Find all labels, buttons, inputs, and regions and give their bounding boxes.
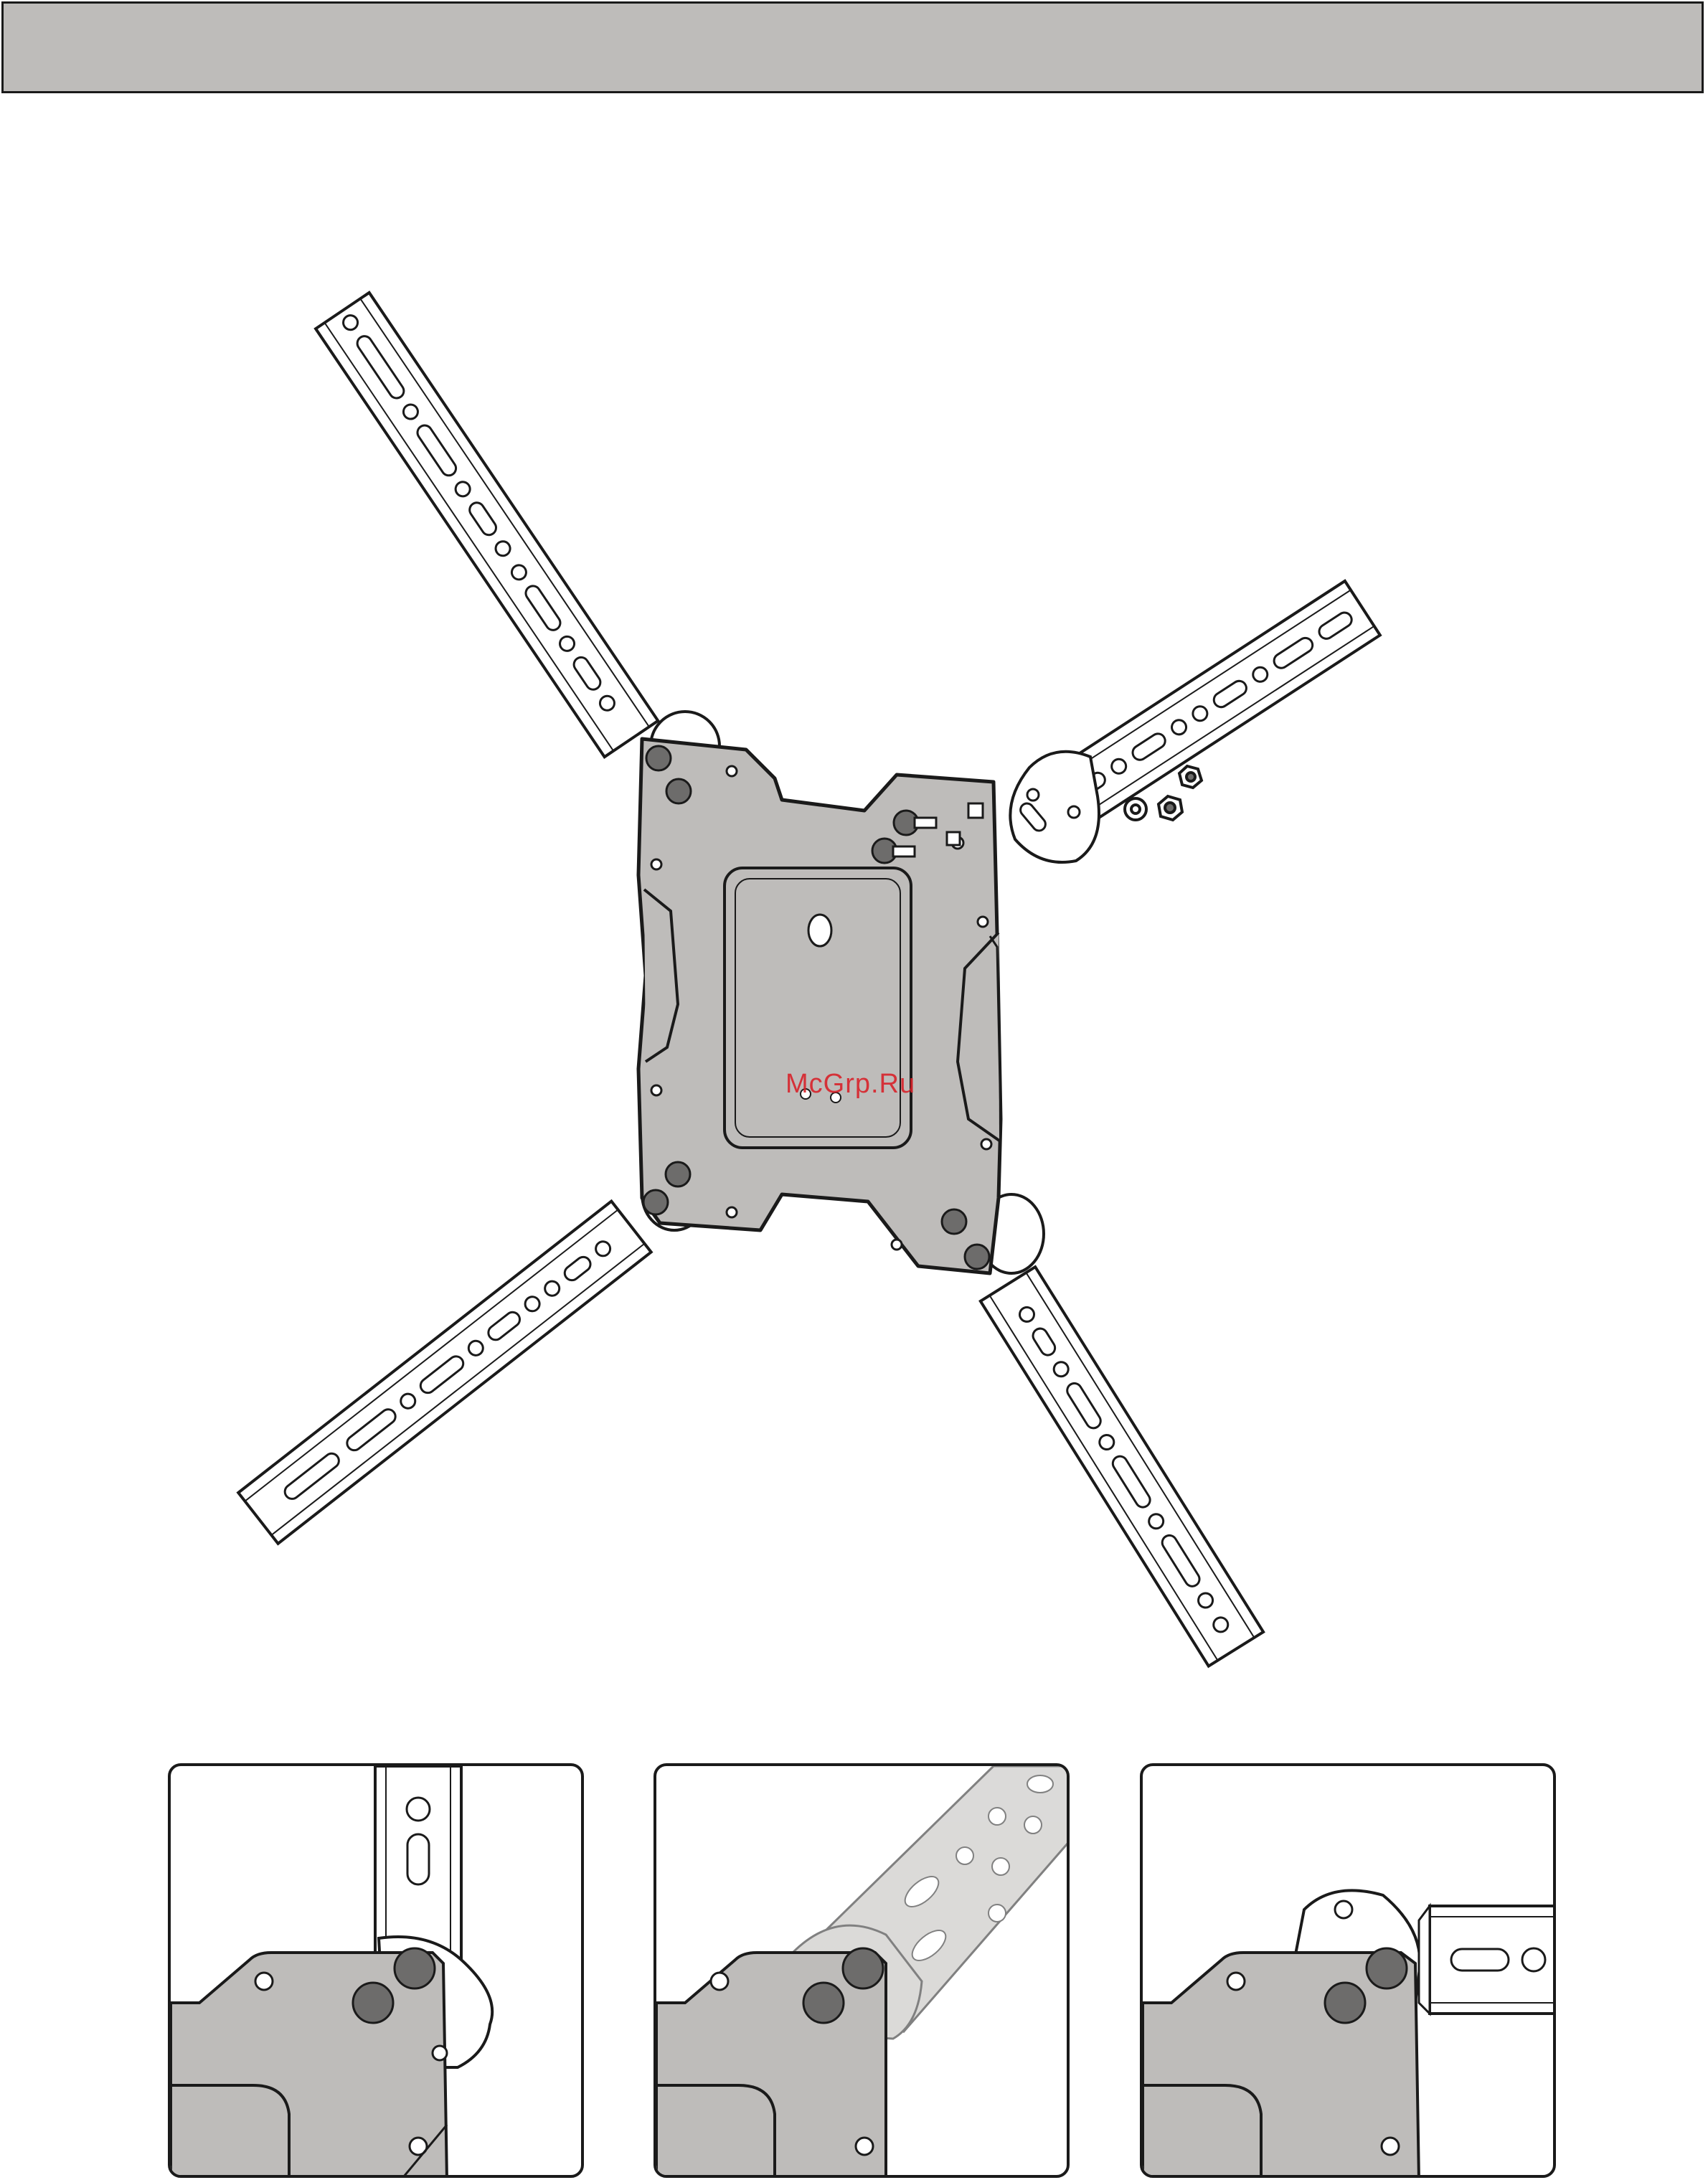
knob [643,1190,668,1214]
arm-bottom-right [981,1267,1263,1666]
knob [843,1948,883,1988]
hardware-lock-nut [1159,796,1182,820]
hardware-washer [1125,798,1146,820]
lock-tab [968,803,983,818]
pivot-disc-loose [1010,752,1099,862]
knob [965,1245,989,1269]
arm-top-left [316,293,658,757]
center-hole [808,915,831,946]
detail-panel-3 [1140,1763,1556,2178]
watermark: McGrp.Ru [785,1069,915,1100]
assembly-illustration [0,0,1708,1736]
knob [353,1983,393,2023]
plate-recess [725,868,911,1148]
knob [1325,1983,1365,2023]
knob [942,1209,966,1234]
detail-panel-2 [654,1763,1070,2178]
knob [666,1162,690,1186]
knob [803,1983,844,2023]
knob [666,779,691,803]
arm-bottom-left [238,1202,651,1544]
knob [646,746,671,770]
detail-panel-1 [168,1763,584,2178]
mounting-plate [638,739,1001,1273]
knob [1367,1948,1407,1988]
hardware-lock-nut [1179,766,1202,788]
knob [395,1948,435,1988]
